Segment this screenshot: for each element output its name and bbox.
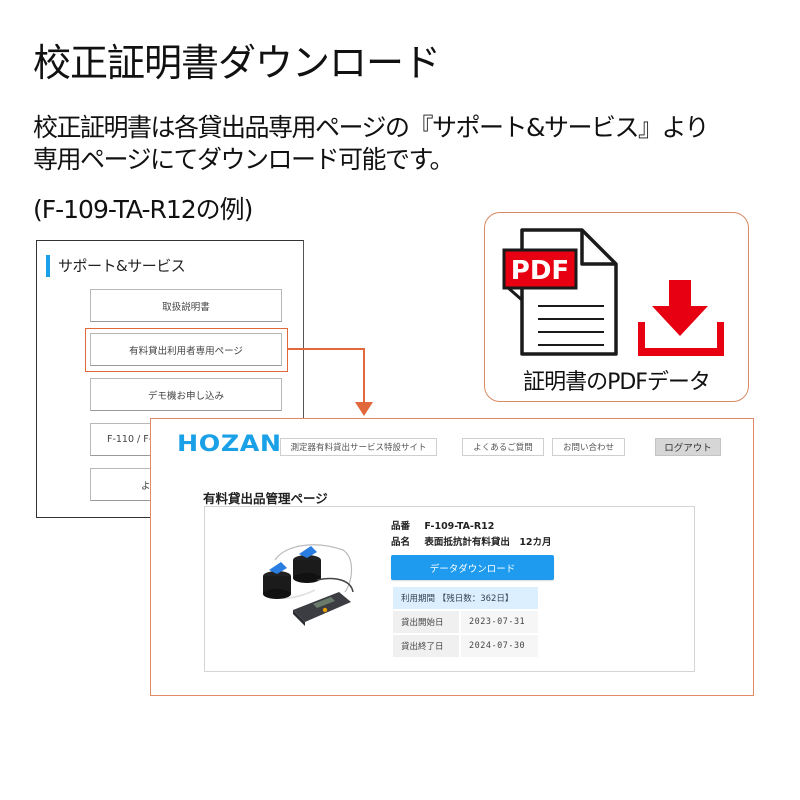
- start-date-label: 貸出開始日: [393, 610, 460, 635]
- product-name-row: 品名 表面抵抗計有料貸出 12カ月: [391, 534, 552, 548]
- table-row: 貸出終了日 2024-07-30: [393, 634, 538, 659]
- end-date-value: 2024-07-30: [459, 634, 538, 659]
- part-number-row: 品番 F-109-TA-R12: [391, 518, 494, 532]
- special-site-link[interactable]: 測定器有料貸出サービス特設サイト: [280, 438, 437, 456]
- management-page-heading: 有料貸出品管理ページ: [203, 491, 328, 506]
- logout-button[interactable]: ログアウト: [655, 438, 721, 456]
- data-download-button[interactable]: データダウンロード: [391, 555, 554, 580]
- page-title: 校正証明書ダウンロード: [33, 41, 441, 85]
- manual-button[interactable]: 取扱説明書: [90, 289, 282, 322]
- description: 校正証明書は各貸出品専用ページの『サポート&サービス』より 専用ページにてダウン…: [33, 112, 710, 176]
- example-note: (F-109-TA-R12の例): [33, 195, 253, 224]
- description-line-1: 校正証明書は各貸出品専用ページの『サポート&サービス』より: [33, 113, 710, 142]
- table-row: 貸出開始日 2023-07-31: [393, 610, 538, 635]
- product-image: [263, 544, 354, 626]
- part-number-value: F-109-TA-R12: [424, 521, 495, 532]
- period-header-row: 利用期間 【残日数：362日】: [393, 587, 538, 611]
- connector-line-vertical: [363, 348, 365, 406]
- demo-request-button[interactable]: デモ機お申し込み: [90, 378, 282, 411]
- connector-line: [288, 348, 365, 350]
- pdf-badge-text: PDF: [511, 256, 569, 286]
- support-service-title: サポート&サービス: [58, 257, 186, 275]
- highlight-frame: [85, 328, 288, 372]
- part-number-label: 品番: [391, 521, 411, 532]
- download-icon: [638, 280, 724, 356]
- end-date-label: 貸出終了日: [393, 634, 460, 659]
- section-accent-bar: [46, 255, 50, 277]
- hozan-logo[interactable]: HOZAN: [177, 432, 282, 457]
- product-name-label: 品名: [391, 537, 411, 548]
- faq-link[interactable]: よくあるご質問: [462, 438, 544, 456]
- pdf-document-icon: PDF: [502, 228, 618, 356]
- contact-link[interactable]: お問い合わせ: [552, 438, 625, 456]
- paid-rental-user-page-button[interactable]: 有料貸出利用者専用ページ: [90, 333, 282, 366]
- pdf-card-caption: 証明書のPDFデータ: [523, 370, 711, 395]
- arrow-down-icon: [355, 402, 373, 416]
- period-header: 利用期間 【残日数：362日】: [393, 587, 538, 611]
- description-line-2: 専用ページにてダウンロード可能です。: [33, 145, 455, 174]
- product-name-value: 表面抵抗計有料貸出 12カ月: [424, 537, 552, 548]
- start-date-value: 2023-07-31: [459, 610, 538, 635]
- rental-period-table: 利用期間 【残日数：362日】 貸出開始日 2023-07-31 貸出終了日 2…: [393, 587, 538, 659]
